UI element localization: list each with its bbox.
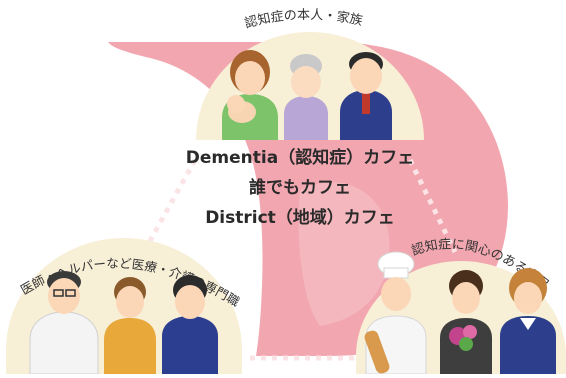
woman-with-flowers-illustration bbox=[440, 270, 492, 374]
center-line-anyone: 誰でもカフェ bbox=[249, 178, 351, 198]
care-worker-illustration bbox=[162, 275, 218, 374]
baker-illustration bbox=[364, 251, 427, 375]
connector-left bbox=[142, 158, 198, 252]
grandmother-illustration bbox=[284, 54, 328, 140]
center-line-district: District（地域）カフェ bbox=[205, 208, 395, 228]
father-illustration bbox=[340, 52, 392, 140]
mother-with-baby-illustration bbox=[222, 50, 278, 140]
big-d-counter bbox=[298, 182, 390, 326]
helper-illustration bbox=[104, 277, 156, 374]
doctor-illustration bbox=[29, 271, 99, 375]
student-illustration bbox=[500, 268, 556, 374]
top-group-label: 認知症の本人・家族 bbox=[243, 8, 364, 32]
center-line-dementia: Dementia（認知症）カフェ bbox=[185, 148, 415, 168]
